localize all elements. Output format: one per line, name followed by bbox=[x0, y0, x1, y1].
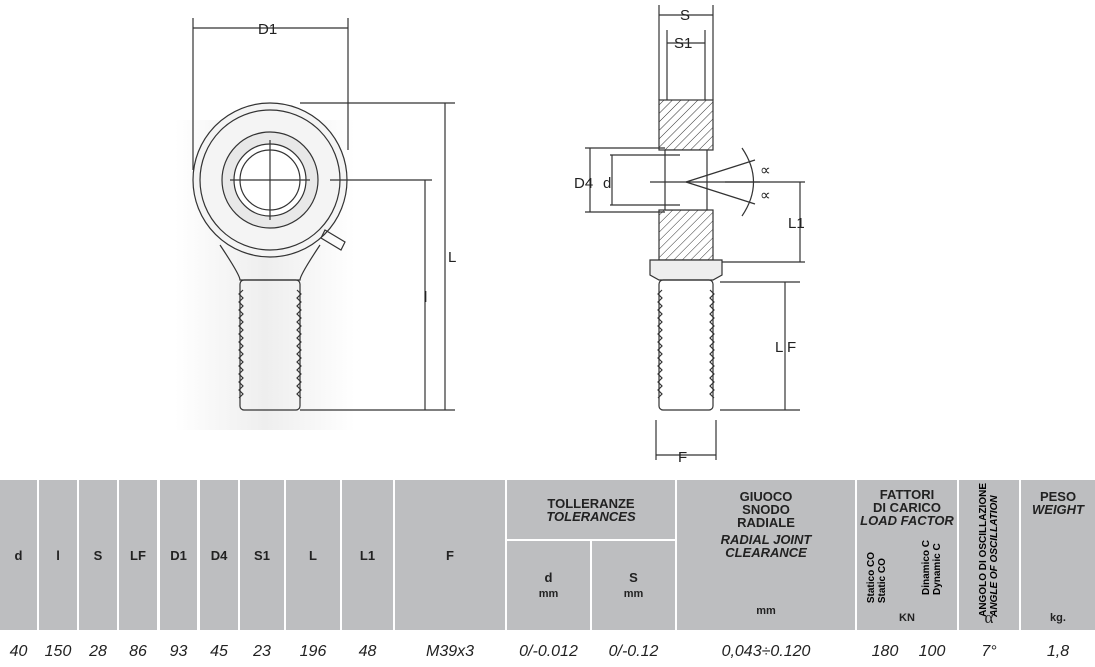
weight-it: PESO bbox=[1039, 489, 1077, 504]
tol-s-label: S bbox=[629, 570, 638, 585]
label-l1: L1 bbox=[788, 215, 805, 232]
load-unit: KN bbox=[899, 612, 915, 624]
label-s1: S1 bbox=[674, 35, 692, 52]
label-s: S bbox=[680, 7, 690, 24]
cell-clearance: 0,043÷0.120 bbox=[721, 643, 811, 660]
clearance-unit: mm bbox=[756, 605, 776, 617]
header-d1: D1 bbox=[160, 480, 197, 630]
cell-l-total: 196 bbox=[299, 643, 327, 660]
clearance-l1: GIUOCO bbox=[739, 489, 793, 504]
cell-tol-s: 0/-0.12 bbox=[608, 643, 659, 660]
label-d4: D4 bbox=[574, 175, 593, 192]
static-en: Static CO bbox=[877, 558, 888, 604]
label-l-total: L bbox=[448, 249, 456, 266]
header-load-factor: FATTORI DI CARICO LOAD FACTOR KN bbox=[857, 480, 957, 630]
tol-d-label: d bbox=[544, 570, 553, 585]
cell-dynamic: 100 bbox=[918, 643, 946, 660]
cell-l1: 48 bbox=[358, 643, 377, 660]
tolerances-en: TOLERANCES bbox=[546, 508, 636, 524]
header-l: l bbox=[39, 480, 77, 630]
cell-d1: 93 bbox=[169, 643, 188, 660]
load-l1: FATTORI bbox=[879, 487, 935, 502]
angle-it: ANGOLO DI OSCILLAZIONE bbox=[978, 483, 989, 617]
clearance-en2: CLEARANCE bbox=[725, 545, 807, 560]
cell-d4: 45 bbox=[210, 643, 228, 660]
header-clearance: GIUOCO SNODO RADIALE RADIAL JOINT CLEARA… bbox=[677, 480, 855, 630]
tol-d-unit: mm bbox=[538, 588, 559, 600]
rod-end-technical-drawing: D1 L l S S1 D4 d ∝ ∝ L1 L F F bbox=[175, 5, 805, 466]
cell-s1: 23 bbox=[253, 643, 271, 660]
label-lf: L F bbox=[775, 339, 796, 356]
cell-tol-d: 0/-0.012 bbox=[519, 643, 578, 660]
clearance-l3: RADIALE bbox=[737, 515, 795, 530]
static-it: Statico CO bbox=[866, 552, 877, 604]
label-alpha-2: ∝ bbox=[760, 187, 771, 204]
cell-l: 150 bbox=[44, 643, 72, 660]
header-s: S bbox=[79, 480, 117, 630]
header-l-total: L bbox=[286, 480, 340, 630]
clearance-l2: SNODO bbox=[742, 502, 790, 517]
header-f: F bbox=[395, 480, 505, 630]
tol-s-unit: mm bbox=[623, 588, 644, 600]
header-tolerances: TOLLERANZE TOLERANCES bbox=[507, 480, 675, 539]
header-d: d bbox=[0, 480, 37, 630]
header-l1: L1 bbox=[342, 480, 393, 630]
cell-f: M39x3 bbox=[425, 643, 475, 660]
weight-en: WEIGHT bbox=[1032, 502, 1084, 517]
cell-s: 28 bbox=[89, 643, 107, 660]
tolerances-it: TOLLERANZE bbox=[547, 495, 635, 511]
header-weight: PESO WEIGHT kg. bbox=[1021, 480, 1095, 630]
cell-lf: 86 bbox=[129, 643, 147, 660]
cell-angle: 7° bbox=[981, 643, 997, 660]
load-en: LOAD FACTOR bbox=[860, 513, 954, 528]
clearance-en1: RADIAL JOINT bbox=[720, 532, 812, 547]
label-d: d bbox=[603, 175, 611, 192]
weight-unit: kg. bbox=[1050, 612, 1066, 624]
cell-d: 40 bbox=[9, 643, 28, 660]
cell-static: 180 bbox=[871, 643, 899, 660]
label-alpha-1: ∝ bbox=[760, 162, 771, 179]
side-view bbox=[585, 5, 805, 460]
header-lf: LF bbox=[119, 480, 157, 630]
load-l2: DI CARICO bbox=[873, 500, 941, 515]
header-angle bbox=[959, 480, 1019, 630]
label-f: F bbox=[678, 449, 687, 466]
front-view bbox=[175, 18, 455, 430]
header-d4: D4 bbox=[200, 480, 238, 630]
cell-weight: 1,8 bbox=[1046, 643, 1070, 660]
label-l: l bbox=[424, 289, 427, 306]
angle-en: ANGLE OF OSCILLATION bbox=[989, 495, 1000, 617]
alpha-symbol: α bbox=[984, 608, 994, 627]
header-tol-d: d mm bbox=[507, 541, 590, 630]
dynamic-en: Dynamic C bbox=[932, 543, 943, 596]
header-s1: S1 bbox=[240, 480, 284, 630]
dynamic-it: Dinamico C bbox=[921, 540, 932, 596]
label-d1: D1 bbox=[258, 21, 277, 38]
